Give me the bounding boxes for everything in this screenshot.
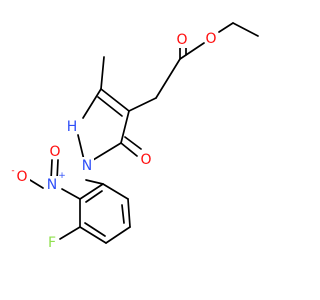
bond-ar-c4-c3 (79, 226, 107, 244)
bond-ketone-double-b (124, 136, 142, 150)
nitro-nitrogen-charge: + (58, 171, 66, 181)
nitro-nitrogen-label: N (47, 177, 57, 193)
bond-o-carbonyl-c (179, 42, 205, 60)
bond-ar-c6-c5-inner (121, 204, 125, 224)
bond-nitro-n-o-single (29, 179, 44, 189)
bond-n1-aryl (85, 179, 104, 185)
bond-c5-c4 (120, 110, 130, 144)
nh-hydrogen-label: H (67, 119, 78, 135)
atom-ester-carbonyl-oxygen: O (176, 31, 188, 48)
bond-ar-c1-c6 (102, 183, 129, 200)
bond-n2-n1 (77, 134, 85, 161)
atom-n1: N (80, 157, 94, 174)
bond-carbonyl-ch2 (155, 58, 181, 99)
bond-ar-c5-c4 (105, 226, 131, 244)
bond-ar-c6-c5 (127, 198, 131, 228)
fluorine-label: F (48, 235, 56, 251)
bond-ar-nitro-n (61, 188, 81, 200)
bond-ketone-double-a (120, 142, 138, 157)
bond-ethyl-ch3 (232, 22, 259, 37)
bond-ar-c4-c3-inner (84, 222, 106, 237)
ketone-oxygen-label: O (140, 152, 151, 168)
bond-ar-fluorine (59, 226, 81, 240)
bond-ch2-c4 (128, 97, 157, 112)
nitro-oxygen-double-label: O (49, 144, 60, 160)
atom-nitro-nitrogen: N + (45, 171, 66, 193)
bond-c3-methyl (100, 56, 105, 90)
bonds (29, 22, 259, 244)
atom-ester-ether-oxygen: O (205, 30, 218, 47)
bond-c3-n2 (82, 88, 102, 119)
atom-nh: H (66, 117, 78, 135)
bond-ar-c2-c1-inner (85, 190, 103, 203)
bond-c4-c3-a (100, 88, 130, 112)
molecule-structure: O O H N O N + O - O (11, 22, 259, 251)
bond-c4-c3-b (97, 96, 123, 117)
ester-ether-oxygen-label: O (205, 31, 216, 47)
ester-carbonyl-oxygen-label: O (176, 32, 187, 48)
atom-nitro-oxygen-single: O - (11, 166, 30, 186)
atom-labels: O O H N O N + O - O (11, 30, 218, 251)
atom-nitro-oxygen-double: O (48, 142, 61, 160)
atom-ketone-oxygen: O (140, 150, 153, 168)
atom-fluorine: F (46, 233, 58, 251)
nitro-oxygen-single-label: O (16, 169, 27, 185)
bond-n1-c5 (92, 142, 122, 161)
n1-nitrogen-label: N (82, 158, 92, 174)
nitro-oxygen-charge: - (11, 166, 14, 176)
bond-ethyl-ch2-o (218, 22, 234, 33)
bond-ar-c2-c1 (79, 183, 104, 200)
